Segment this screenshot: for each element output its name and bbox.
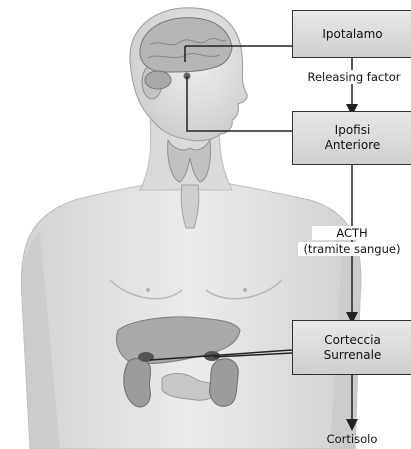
trachea [181,185,199,228]
adrenal-cortex-label-line2: Surrenale [324,348,382,363]
acth-label: ACTH [312,226,392,240]
right-kidney [210,359,239,406]
via-blood-label: (tramite sangue) [298,242,406,256]
releasing-factor-label: Releasing factor [300,70,408,84]
cerebellum [145,71,171,89]
hypothalamus-label: Ipotalamo [322,27,382,42]
adrenal-cortex-label-line1: Corteccia [324,333,381,348]
pituitary-label-line1: Ipofisi [335,123,371,138]
pituitary-box: Ipofisi Anteriore [292,111,411,165]
adrenal-cortex-box: Corteccia Surrenale [292,320,411,375]
pituitary-label-line2: Anteriore [325,138,381,153]
right-nipple [243,288,247,292]
left-nipple [146,288,150,292]
hypothalamus-box: Ipotalamo [292,10,411,58]
cortisol-label: Cortisolo [312,432,392,446]
